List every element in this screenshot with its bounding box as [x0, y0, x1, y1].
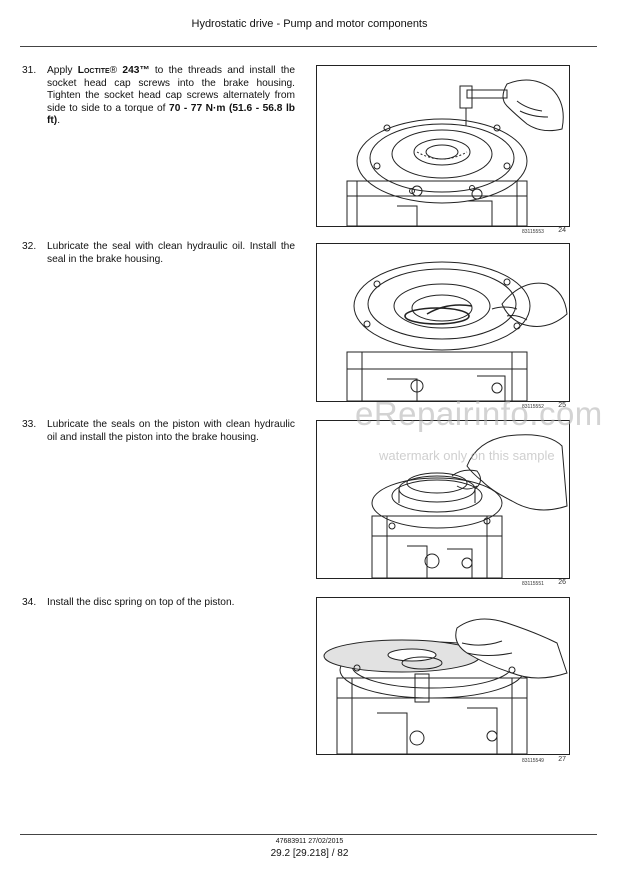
step-text: Apply Loctite® 243™ to the threads and i…: [47, 65, 295, 128]
footer-page-number: 29.2 [29.218] / 82: [270, 848, 349, 859]
brand-name: Loctite: [77, 65, 110, 76]
step-32: 32. Lubricate the seal with clean hydrau…: [22, 241, 295, 266]
step-text-part: .: [57, 115, 61, 127]
step-number: 32.: [22, 241, 37, 252]
figure-25-image: [316, 243, 570, 402]
watermark-site: eRepairinfo.com: [355, 395, 603, 432]
watermark-note: watermark only on this sample: [379, 448, 555, 463]
figure-27-image: [316, 597, 570, 755]
piston-install-illustration: [371, 434, 568, 578]
figure-number: 25: [558, 402, 566, 409]
figure-ref: 83115553: [522, 229, 544, 235]
product-code: 243™: [122, 65, 150, 76]
seal-install-illustration: [346, 261, 568, 401]
step-text: Install the disc spring on top of the pi…: [47, 597, 235, 608]
step-text-part: Apply: [47, 65, 78, 76]
brake-housing-screw-illustration: [346, 79, 564, 226]
step-number: 33.: [22, 419, 37, 430]
disc-spring-illustration: [323, 618, 568, 754]
step-34: 34. Install the disc spring on top of th…: [22, 597, 295, 610]
figure-24-image: [316, 65, 570, 227]
step-number: 31.: [22, 65, 37, 76]
figure-ref: 83115549: [522, 758, 544, 764]
step-33: 33. Lubricate the seals on the piston wi…: [22, 419, 295, 444]
figure-26-image: [316, 420, 570, 579]
page-header: Hydrostatic drive - Pump and motor compo…: [191, 18, 428, 30]
figure-ref: 83115552: [522, 404, 544, 410]
footer-doc-id: 47683911 27/02/2015: [275, 838, 344, 845]
step-text: Lubricate the seals on the piston with c…: [47, 419, 295, 443]
step-text: Lubricate the seal with clean hydraulic …: [47, 241, 295, 265]
figure-number: 27: [558, 756, 566, 763]
step-31: 31. Apply Loctite® 243™ to the threads a…: [22, 65, 295, 128]
figure-ref: 83115551: [522, 581, 544, 587]
figure-number: 24: [558, 227, 566, 234]
step-text-part: to the threads and install the socket he…: [47, 65, 295, 114]
brand-mark: ®: [109, 65, 123, 76]
figure-number: 26: [558, 579, 566, 586]
header-rule: [20, 46, 597, 47]
footer-rule: [20, 834, 597, 835]
step-number: 34.: [22, 597, 37, 608]
torque-value: 70 - 77 N·m (51.6 - 56.8 lb ft): [47, 102, 295, 127]
